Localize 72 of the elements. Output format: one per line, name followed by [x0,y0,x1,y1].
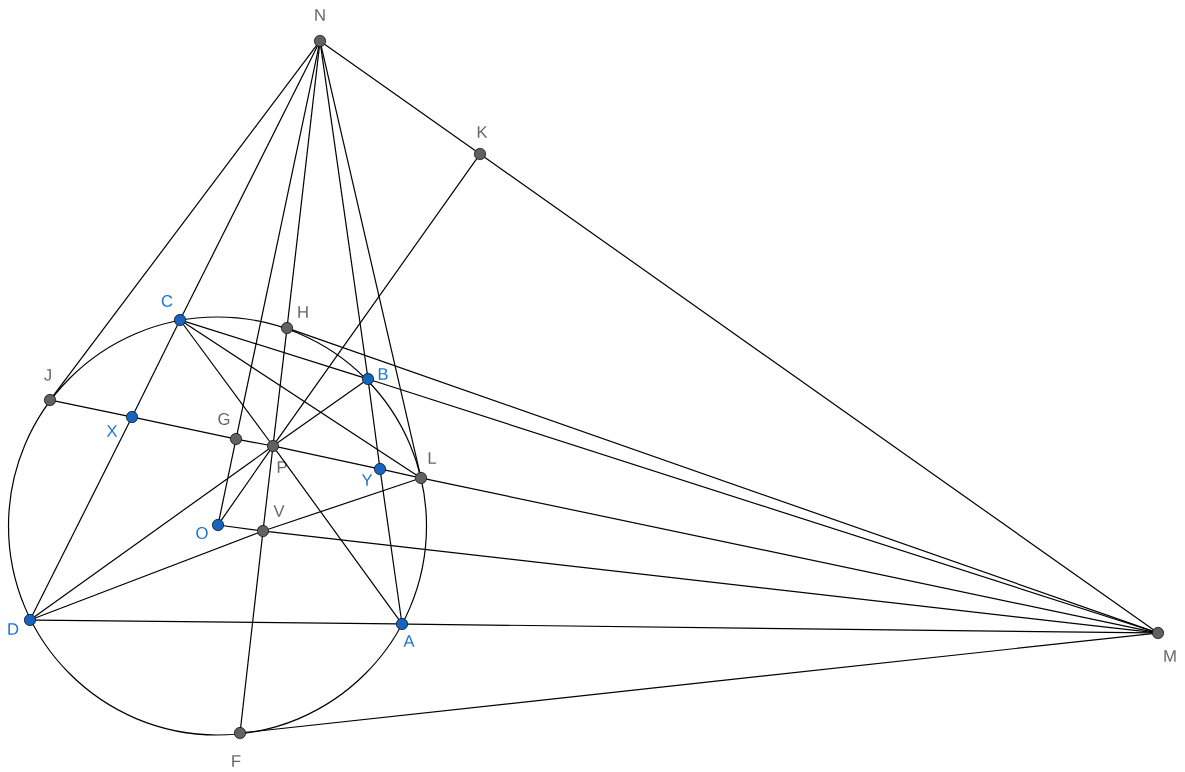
point [24,614,36,626]
line-segment [182,323,271,443]
line-segment [33,448,270,618]
point-label: D [8,623,19,635]
point [314,35,326,47]
point-label: J [44,369,51,381]
point-label: N [315,9,325,21]
point-label: P [277,461,287,473]
line-segment [52,44,318,397]
point [362,373,374,385]
point-label: X [106,425,118,437]
line-segment [275,449,400,621]
point-label: G [218,413,230,425]
point-label: M [1164,650,1176,662]
line-segment [380,473,402,620]
point [1152,627,1164,639]
line-segment [184,322,417,476]
line-segment [35,619,397,625]
point-label: V [273,505,285,517]
point [230,433,242,445]
line-segment [320,45,368,375]
line-segment [368,383,380,465]
point [415,472,427,484]
line-segment [31,421,131,616]
line-segment [267,479,417,530]
line-segment [136,417,232,439]
point-label: O [196,527,208,539]
line-segment [291,329,1154,632]
line-segment [263,450,273,527]
line-segment [320,45,421,474]
line-segment [54,400,128,417]
point [396,618,408,630]
point [374,463,386,475]
line-segment [483,156,1155,631]
point-label: L [428,452,437,464]
line-segment [323,43,477,152]
line-segment [34,532,259,619]
line-segment [275,158,478,443]
point-label: Y [361,474,373,486]
point-label: H [298,306,308,318]
point [44,394,56,406]
line-segment [184,321,364,378]
point [126,411,138,423]
line-segment [236,45,320,435]
line-segment [218,443,236,521]
line-segment [240,439,269,446]
line-segment [222,525,259,531]
line-segment [273,332,287,442]
point [267,440,279,452]
point-label: C [161,295,173,307]
line-segment [181,45,319,316]
point-label: K [477,126,488,138]
point-label: B [378,368,388,380]
point-label: F [232,755,241,767]
point-label: A [403,635,415,647]
line-segment [240,535,263,729]
point [234,727,246,739]
line-segment [267,531,1154,633]
line-segment [244,633,1154,733]
point [212,519,224,531]
point [474,148,486,160]
point [281,322,293,334]
line-segment [133,324,179,413]
line-segment [287,45,320,324]
line-segment [407,623,1153,634]
line-segment [384,469,417,478]
line-segment [277,446,376,469]
point [174,314,186,326]
line-segment [220,450,271,521]
point [257,525,269,537]
line-segment [425,478,1154,633]
line-segment [276,381,365,444]
